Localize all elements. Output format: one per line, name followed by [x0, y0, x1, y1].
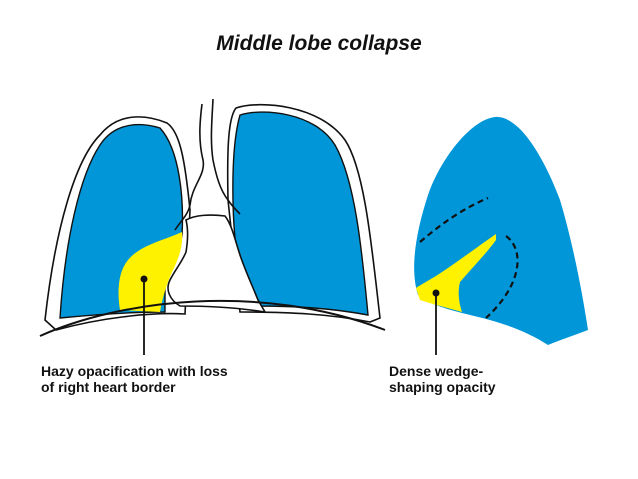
fissure-line-upper	[419, 196, 489, 243]
diagram-title: Middle lobe collapse	[216, 32, 422, 55]
dense-wedge-label: Dense wedge- shaping opacity	[389, 363, 496, 395]
dense-wedge-label-line1: Dense wedge-	[389, 363, 484, 379]
trachea-right-wall	[210, 98, 241, 215]
diaphragm-curve	[39, 299, 386, 337]
left-pleural-outline	[226, 103, 381, 323]
lateral-lung	[414, 116, 588, 345]
hazy-opacity	[118, 232, 183, 312]
trachea-left-wall	[174, 103, 205, 231]
dense-wedge-label-line2: shaping opacity	[389, 379, 496, 395]
left-lung	[232, 111, 369, 316]
hazy-opacification-label-line1: Hazy opacification with loss	[41, 363, 228, 379]
right-pleural-outline	[44, 116, 191, 331]
fissure-line-lower	[485, 235, 519, 319]
hazy-opacification-label-line2: of right heart border	[41, 379, 176, 395]
right-pointer-dot	[432, 289, 440, 297]
left-pointer-dot	[140, 275, 148, 283]
mediastinum-outline	[167, 214, 267, 314]
hazy-opacification-label: Hazy opacification with loss of right he…	[41, 363, 228, 395]
